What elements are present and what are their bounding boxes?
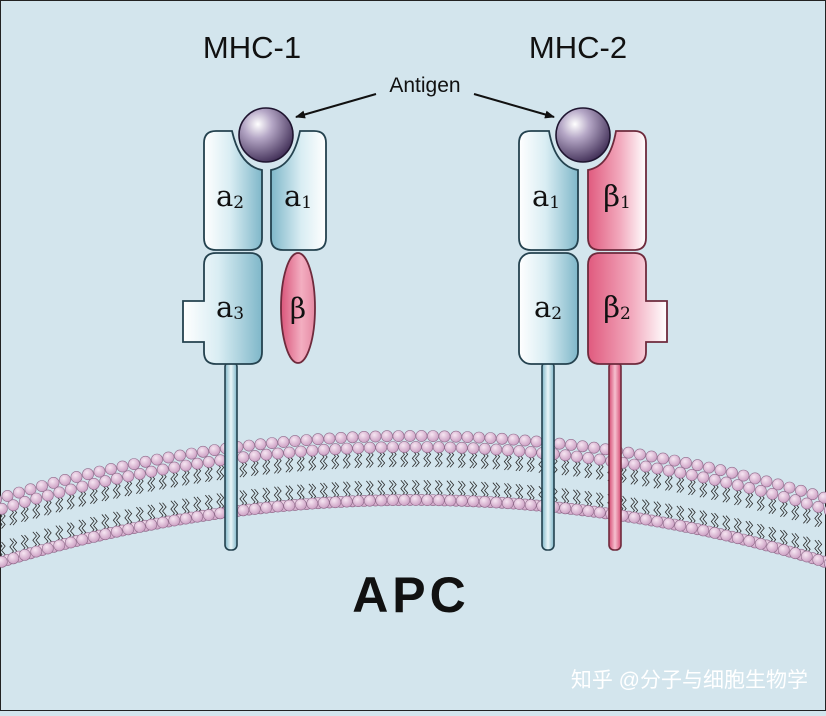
- mhc2-a2-domain: [518, 252, 579, 365]
- mhc1-a2-domain: [203, 130, 263, 251]
- mhc2-b1-domain: [587, 130, 647, 251]
- mhc2-b1-label: β1: [603, 179, 631, 213]
- mhc1-a3-label: a3: [216, 290, 244, 324]
- mhc1-a1-domain: [270, 130, 327, 251]
- mhc2-a1-label: a1: [532, 179, 560, 213]
- mhc1-antigen-peptide: [238, 107, 294, 163]
- mhc2-beta-transmembrane-stem: [608, 361, 622, 551]
- apc-cell-label: APC: [352, 567, 470, 623]
- mhc1-a3-domain: [182, 252, 263, 365]
- mhc2-antigen-peptide: [555, 107, 611, 163]
- mhc2-a2-label: a2: [534, 290, 562, 324]
- mhc2-title: MHC-2: [529, 30, 627, 65]
- mhc1-beta-label: β: [290, 292, 306, 325]
- mhc2-a1-domain: [518, 130, 579, 251]
- antigen-arrow-left: [295, 93, 377, 119]
- mhc2-b2-domain: [587, 252, 668, 365]
- mhc1-beta2-microglobulin: [280, 252, 316, 364]
- mhc1-alpha-transmembrane-stem: [224, 361, 238, 551]
- mhc1-a1-label: a1: [284, 179, 312, 213]
- mhc1-molecule: a3 a2 a1 β: [182, 107, 327, 551]
- mhc2-molecule: a2 β2 a1 β1: [518, 107, 668, 551]
- mhc2-alpha-transmembrane-stem: [541, 361, 555, 551]
- mhc1-title: MHC-1: [203, 30, 301, 65]
- mhc2-b2-label: β2: [603, 290, 631, 324]
- antigen-label: Antigen: [389, 74, 460, 97]
- mhc1-a2-label: a2: [216, 179, 244, 213]
- antigen-arrow-right: [473, 93, 555, 119]
- watermark: 知乎 @分子与细胞生物学: [571, 669, 808, 692]
